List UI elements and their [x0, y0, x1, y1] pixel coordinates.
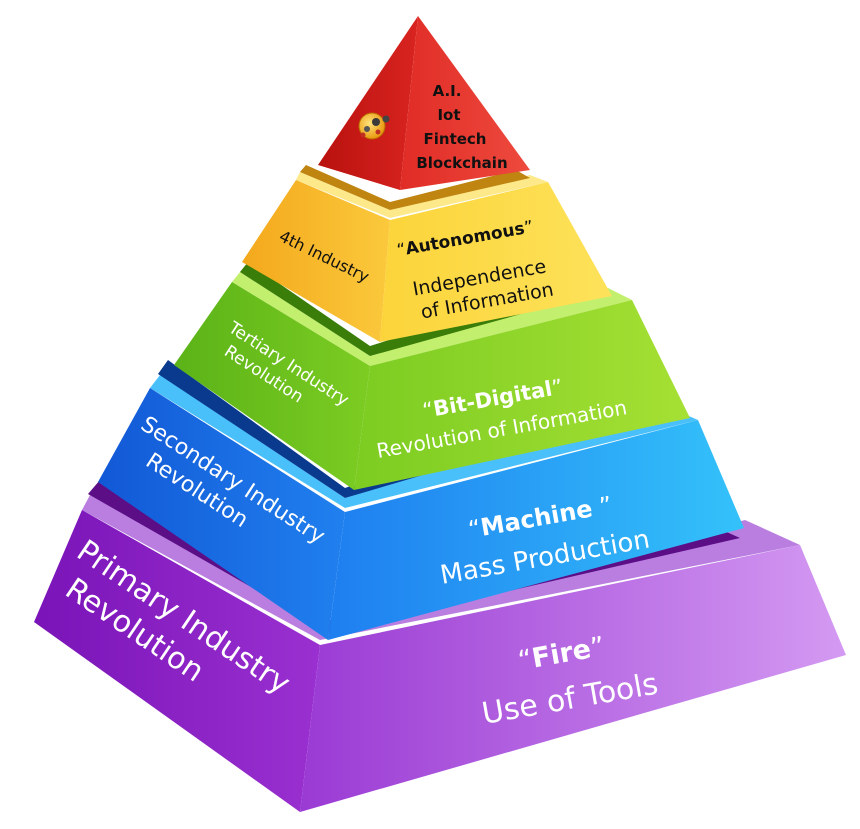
tier-fire-keyword: “Fire”	[516, 631, 607, 677]
tier-top	[318, 16, 530, 190]
top-line-blockchain: Blockchain	[416, 154, 507, 172]
top-line-iot: Iot	[437, 106, 460, 124]
tier-fire-right-face	[300, 545, 846, 812]
tier-bit-digital-left-face	[174, 282, 370, 490]
tier-top-right-face	[400, 16, 530, 190]
top-label: A.I. Iot Fintech Blockchain	[416, 82, 507, 172]
tier-autonomous-shadow-band	[300, 165, 530, 210]
top-line-ai: A.I.	[433, 82, 462, 100]
tier-autonomous-left-face	[242, 180, 390, 342]
tier-bit-digital-top-face	[232, 272, 632, 366]
tier-machine-right-face	[328, 420, 744, 640]
tier-bit-digital-right-face	[354, 300, 690, 490]
tier-fire-left-face	[34, 510, 320, 812]
tier-autonomous-top-face	[296, 172, 548, 218]
tier-fire-top-face	[82, 495, 800, 640]
tier-autonomous-right-face	[380, 182, 612, 342]
molecule-icon	[358, 112, 390, 140]
tier-autonomous	[242, 165, 612, 342]
tier-machine-top-face	[150, 375, 698, 508]
tier-machine-left-face	[98, 388, 345, 640]
tier-top-left-face	[318, 16, 418, 190]
top-line-fintech: Fintech	[424, 130, 487, 148]
